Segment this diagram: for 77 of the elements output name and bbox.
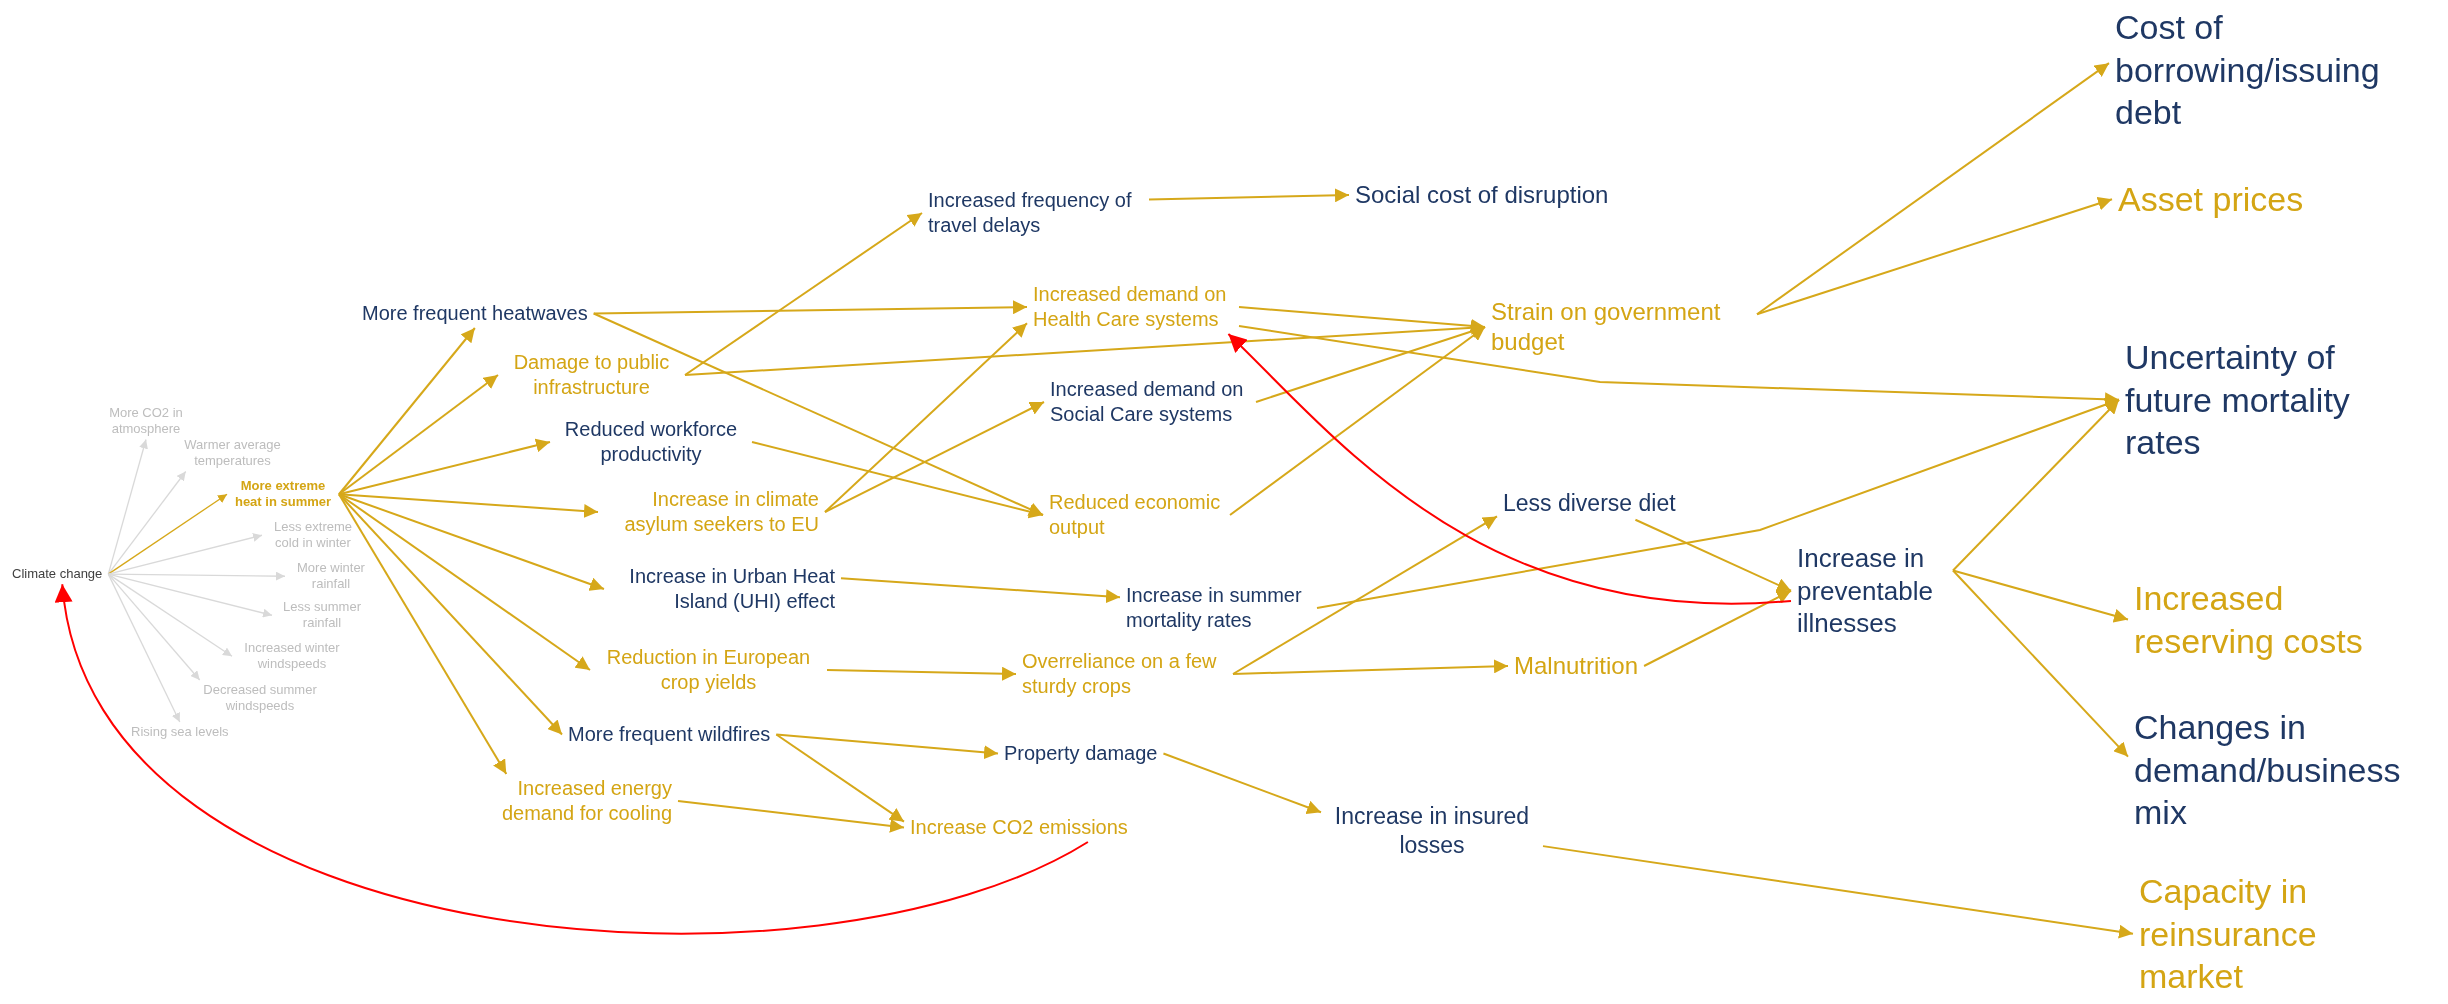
node-label: Increased demand on Health Care systems — [1027, 280, 1239, 334]
node-label: Social cost of disruption — [1349, 178, 1615, 212]
arrow — [1952, 569, 2129, 758]
node-label: Increased demand on Social Care systems — [1044, 375, 1256, 429]
arrow — [677, 800, 905, 833]
arrow — [107, 573, 233, 657]
arrow — [107, 573, 273, 618]
node-label: Increase in preventable illnesses — [1791, 540, 1953, 642]
arrow — [684, 212, 923, 376]
arrow — [824, 322, 1028, 513]
arrow — [1542, 845, 2134, 939]
arrow — [1952, 398, 2120, 572]
node-label: More frequent wildfires — [562, 720, 777, 749]
node-label: Rising sea levels — [125, 722, 235, 743]
arrow — [1634, 518, 1792, 592]
arrow — [592, 300, 1028, 315]
node-label: Increase in Urban Heat Island (UHI) effect — [604, 562, 841, 616]
arrow — [107, 470, 187, 575]
arrow — [1148, 188, 1350, 203]
arrow — [751, 441, 1044, 519]
arrow — [1232, 515, 1498, 675]
arrow — [840, 577, 1121, 604]
node-label: Reduction in European crop yields — [590, 643, 827, 697]
node-label: Property damage — [998, 739, 1164, 768]
arrow — [107, 573, 181, 723]
arrow — [107, 573, 201, 681]
curved-arrow — [1227, 333, 1792, 605]
node-label: Increased energy demand for cooling — [476, 774, 678, 828]
arrow — [824, 401, 1045, 513]
curved-arrow — [57, 583, 1089, 935]
arrow — [338, 493, 508, 775]
arrow — [1229, 326, 1486, 516]
arrow — [1643, 589, 1792, 667]
arrow — [775, 733, 905, 823]
arrow — [1756, 62, 2110, 316]
arrow — [338, 493, 605, 591]
node-label: Damage to public infrastructure — [498, 348, 685, 402]
node-label: Reduced economic output — [1043, 488, 1230, 542]
arrow — [338, 493, 563, 736]
arrow — [1232, 659, 1509, 675]
node-label: Less diverse diet — [1497, 487, 1682, 520]
node-label: More extreme heat in summer — [227, 476, 339, 513]
node-label: Less extreme cold in winter — [262, 517, 364, 554]
node-label: Climate change — [6, 564, 109, 585]
node-label: Increase in climate asylum seekers to EU — [598, 485, 825, 539]
node-label: Reduced workforce productivity — [550, 415, 752, 469]
node-label: Cost of borrowing/issuing debt — [2109, 4, 2401, 136]
node-label: Increased reserving costs — [2128, 575, 2400, 664]
node-label: Increased winter windspeeds — [232, 638, 352, 675]
arrow — [107, 493, 228, 575]
arrow — [592, 312, 1044, 516]
node-label: Increase in summer mortality rates — [1120, 581, 1317, 635]
node-label: Less summer rainfall — [272, 597, 372, 634]
node-label: Malnutrition — [1508, 649, 1645, 683]
node-label: Increase in insured losses — [1321, 800, 1543, 862]
node-label: Decreased summer windspeeds — [193, 680, 327, 717]
node-label: Uncertainty of future mortality rates — [2119, 334, 2391, 466]
arrow — [1162, 752, 1322, 814]
arrow — [1255, 324, 1486, 403]
arrow — [107, 438, 148, 575]
arrow — [826, 666, 1017, 681]
node-label: More frequent heatwaves — [356, 299, 594, 328]
arrow — [1756, 196, 2113, 316]
arrow — [1316, 397, 2120, 609]
arrow — [775, 733, 999, 760]
node-label: Overreliance on a few sturdy crops — [1016, 647, 1233, 701]
arrow — [1952, 569, 2129, 623]
arrow — [107, 571, 286, 581]
node-label: More winter rainfall — [285, 558, 377, 595]
node-label: Strain on government budget — [1485, 295, 1757, 359]
node-label: Capacity in reinsurance market — [2133, 868, 2345, 1000]
node-label: Changes in demand/business mix — [2128, 704, 2420, 836]
node-label: Increase CO2 emissions — [904, 813, 1134, 842]
node-label: Increased frequency of travel delays — [922, 186, 1149, 240]
node-label: Asset prices — [2112, 176, 2310, 223]
arrow — [338, 327, 476, 496]
arrow — [338, 374, 499, 496]
